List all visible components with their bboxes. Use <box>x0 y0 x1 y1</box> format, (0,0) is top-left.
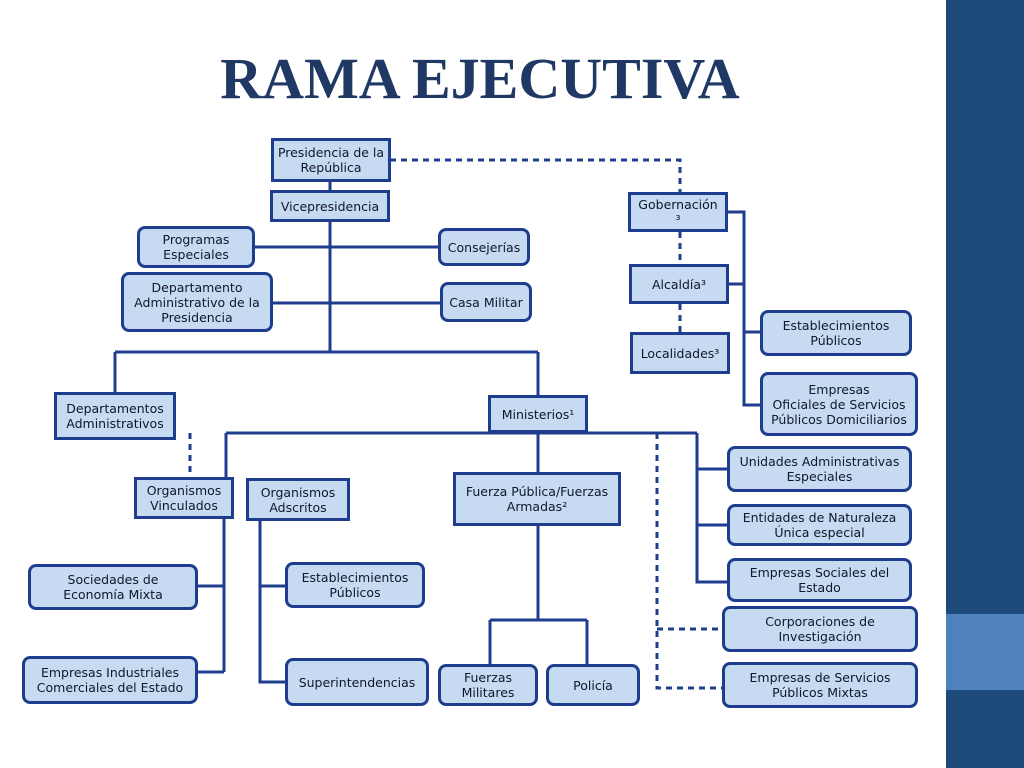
connector-level2 <box>113 350 540 395</box>
slide-title: RAMA EJECUTIVA <box>220 46 740 111</box>
node-gobernacion: Gobernación ³ <box>628 192 728 232</box>
connector-vinculados <box>198 519 226 674</box>
sidebar-accent <box>946 614 1024 690</box>
node-casa-militar: Casa Militar <box>440 282 532 322</box>
node-alcaldia: Alcaldía³ <box>629 264 729 304</box>
node-entidades-naturaleza: Entidades de Naturaleza Única especial <box>727 504 912 546</box>
node-corporaciones: Corporaciones de Investigación <box>722 606 918 652</box>
node-organismos-vinculados: Organismos Vinculados <box>134 477 234 519</box>
node-presidencia: Presidencia de la República <box>271 138 391 182</box>
node-organismos-adscritos: Organismos Adscritos <box>246 478 350 521</box>
node-fuerza-publica: Fuerza Pública/Fuerzas Armadas² <box>453 472 621 526</box>
node-ministerios: Ministerios¹ <box>488 395 588 433</box>
node-uae: Unidades Administrativas Especiales <box>727 446 912 492</box>
node-vicepresidencia: Vicepresidencia <box>270 190 390 222</box>
node-departamentos-administrativos: Departamentos Administrativos <box>54 392 176 440</box>
node-establecimientos-publicos-territorial: Establecimientos Públicos <box>760 310 912 356</box>
node-localidades: Localidades³ <box>630 332 730 374</box>
node-empresas-mixtas: Empresas de Servicios Públicos Mixtas <box>722 662 918 708</box>
node-fuerzas-militares: Fuerzas Militares <box>438 664 538 706</box>
node-policia: Policía <box>546 664 640 706</box>
node-consejerias: Consejerías <box>438 228 530 266</box>
dashed-corporaciones <box>655 433 722 690</box>
node-dapre: Departamento Administrativo de la Presid… <box>121 272 273 332</box>
connector-fuerza-publica <box>488 433 589 664</box>
node-establecimientos-publicos: Establecimientos Públicos <box>285 562 425 608</box>
node-empresas-sociales: Empresas Sociales del Estado <box>727 558 912 602</box>
node-programas-especiales: Programas Especiales <box>137 226 255 268</box>
connector-adscritos <box>258 521 285 684</box>
node-empresas-industriales: Empresas Industriales Comerciales del Es… <box>22 656 198 704</box>
connector-ministerios-bus <box>224 431 727 584</box>
connector-territorial <box>728 210 760 407</box>
node-sociedades-economia-mixta: Sociedades de Economía Mixta <box>28 564 198 610</box>
dashed-presidencia-gobernacion <box>390 158 682 192</box>
node-superintendencias: Superintendencias <box>285 658 429 706</box>
node-empresas-oficiales: Empresas Oficiales de Servicios Públicos… <box>760 372 918 436</box>
